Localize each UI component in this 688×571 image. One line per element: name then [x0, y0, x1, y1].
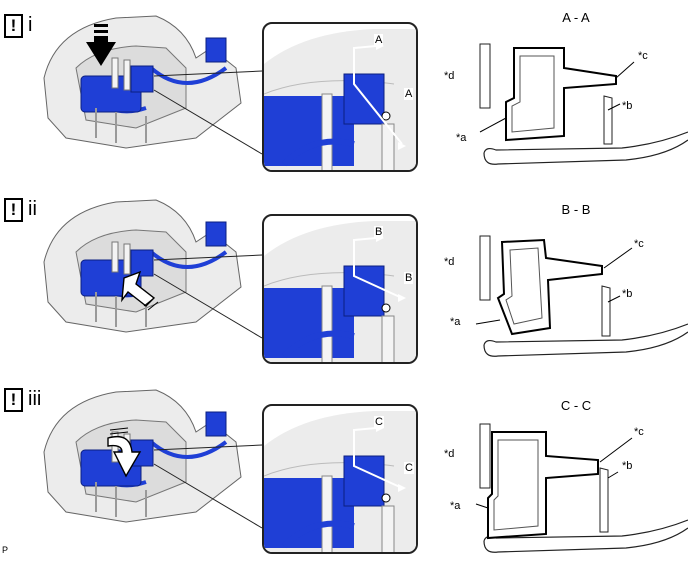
step-3: ! iii	[0, 382, 688, 562]
assembly-illustration	[43, 199, 263, 339]
section-letter-bottom: B	[404, 272, 414, 284]
label-d: *d	[444, 70, 455, 82]
assembly-illustration	[43, 15, 263, 155]
label-d: *d	[444, 256, 455, 268]
zoom-detail: B B	[262, 214, 418, 364]
section-title: B - B	[561, 202, 591, 217]
caution-badge: !	[4, 388, 23, 412]
cross-section: *d *a *c *b	[436, 28, 688, 178]
section-title: A - A	[562, 10, 590, 25]
label-b: *b	[622, 100, 633, 112]
step-1: ! i	[0, 8, 688, 188]
section-letter-bottom: A	[404, 88, 414, 100]
label-a: *a	[450, 500, 461, 512]
assembly-illustration	[43, 389, 263, 529]
label-b: *b	[622, 288, 633, 300]
zoom-detail: A A	[262, 22, 418, 172]
press-down-arrow-icon	[86, 24, 116, 66]
caution-badge: !	[4, 198, 23, 222]
label-c: *c	[638, 50, 648, 62]
footer-mark: P	[2, 545, 9, 555]
step-number: i	[28, 14, 33, 36]
section-title: C - C	[560, 398, 592, 413]
section-letter-top: C	[374, 416, 384, 428]
push-arrow-icon	[121, 270, 159, 311]
zoom-detail: C C	[262, 404, 418, 554]
label-a: *a	[450, 316, 461, 328]
section-letter-top: B	[374, 226, 384, 238]
rotate-arrow-icon	[107, 427, 142, 478]
step-number: iii	[28, 388, 42, 410]
step-2: ! ii	[0, 192, 688, 372]
label-d: *d	[444, 448, 455, 460]
step-number: ii	[28, 198, 37, 220]
label-b: *b	[622, 460, 633, 472]
label-c: *c	[634, 426, 644, 438]
label-a: *a	[456, 132, 467, 144]
section-letter-bottom: C	[404, 462, 414, 474]
cross-section: *d *a *c *b	[436, 220, 688, 370]
cross-section: *d *a *c *b	[436, 416, 688, 566]
caution-badge: !	[4, 14, 23, 38]
section-letter-top: A	[374, 34, 384, 46]
label-c: *c	[634, 238, 644, 250]
